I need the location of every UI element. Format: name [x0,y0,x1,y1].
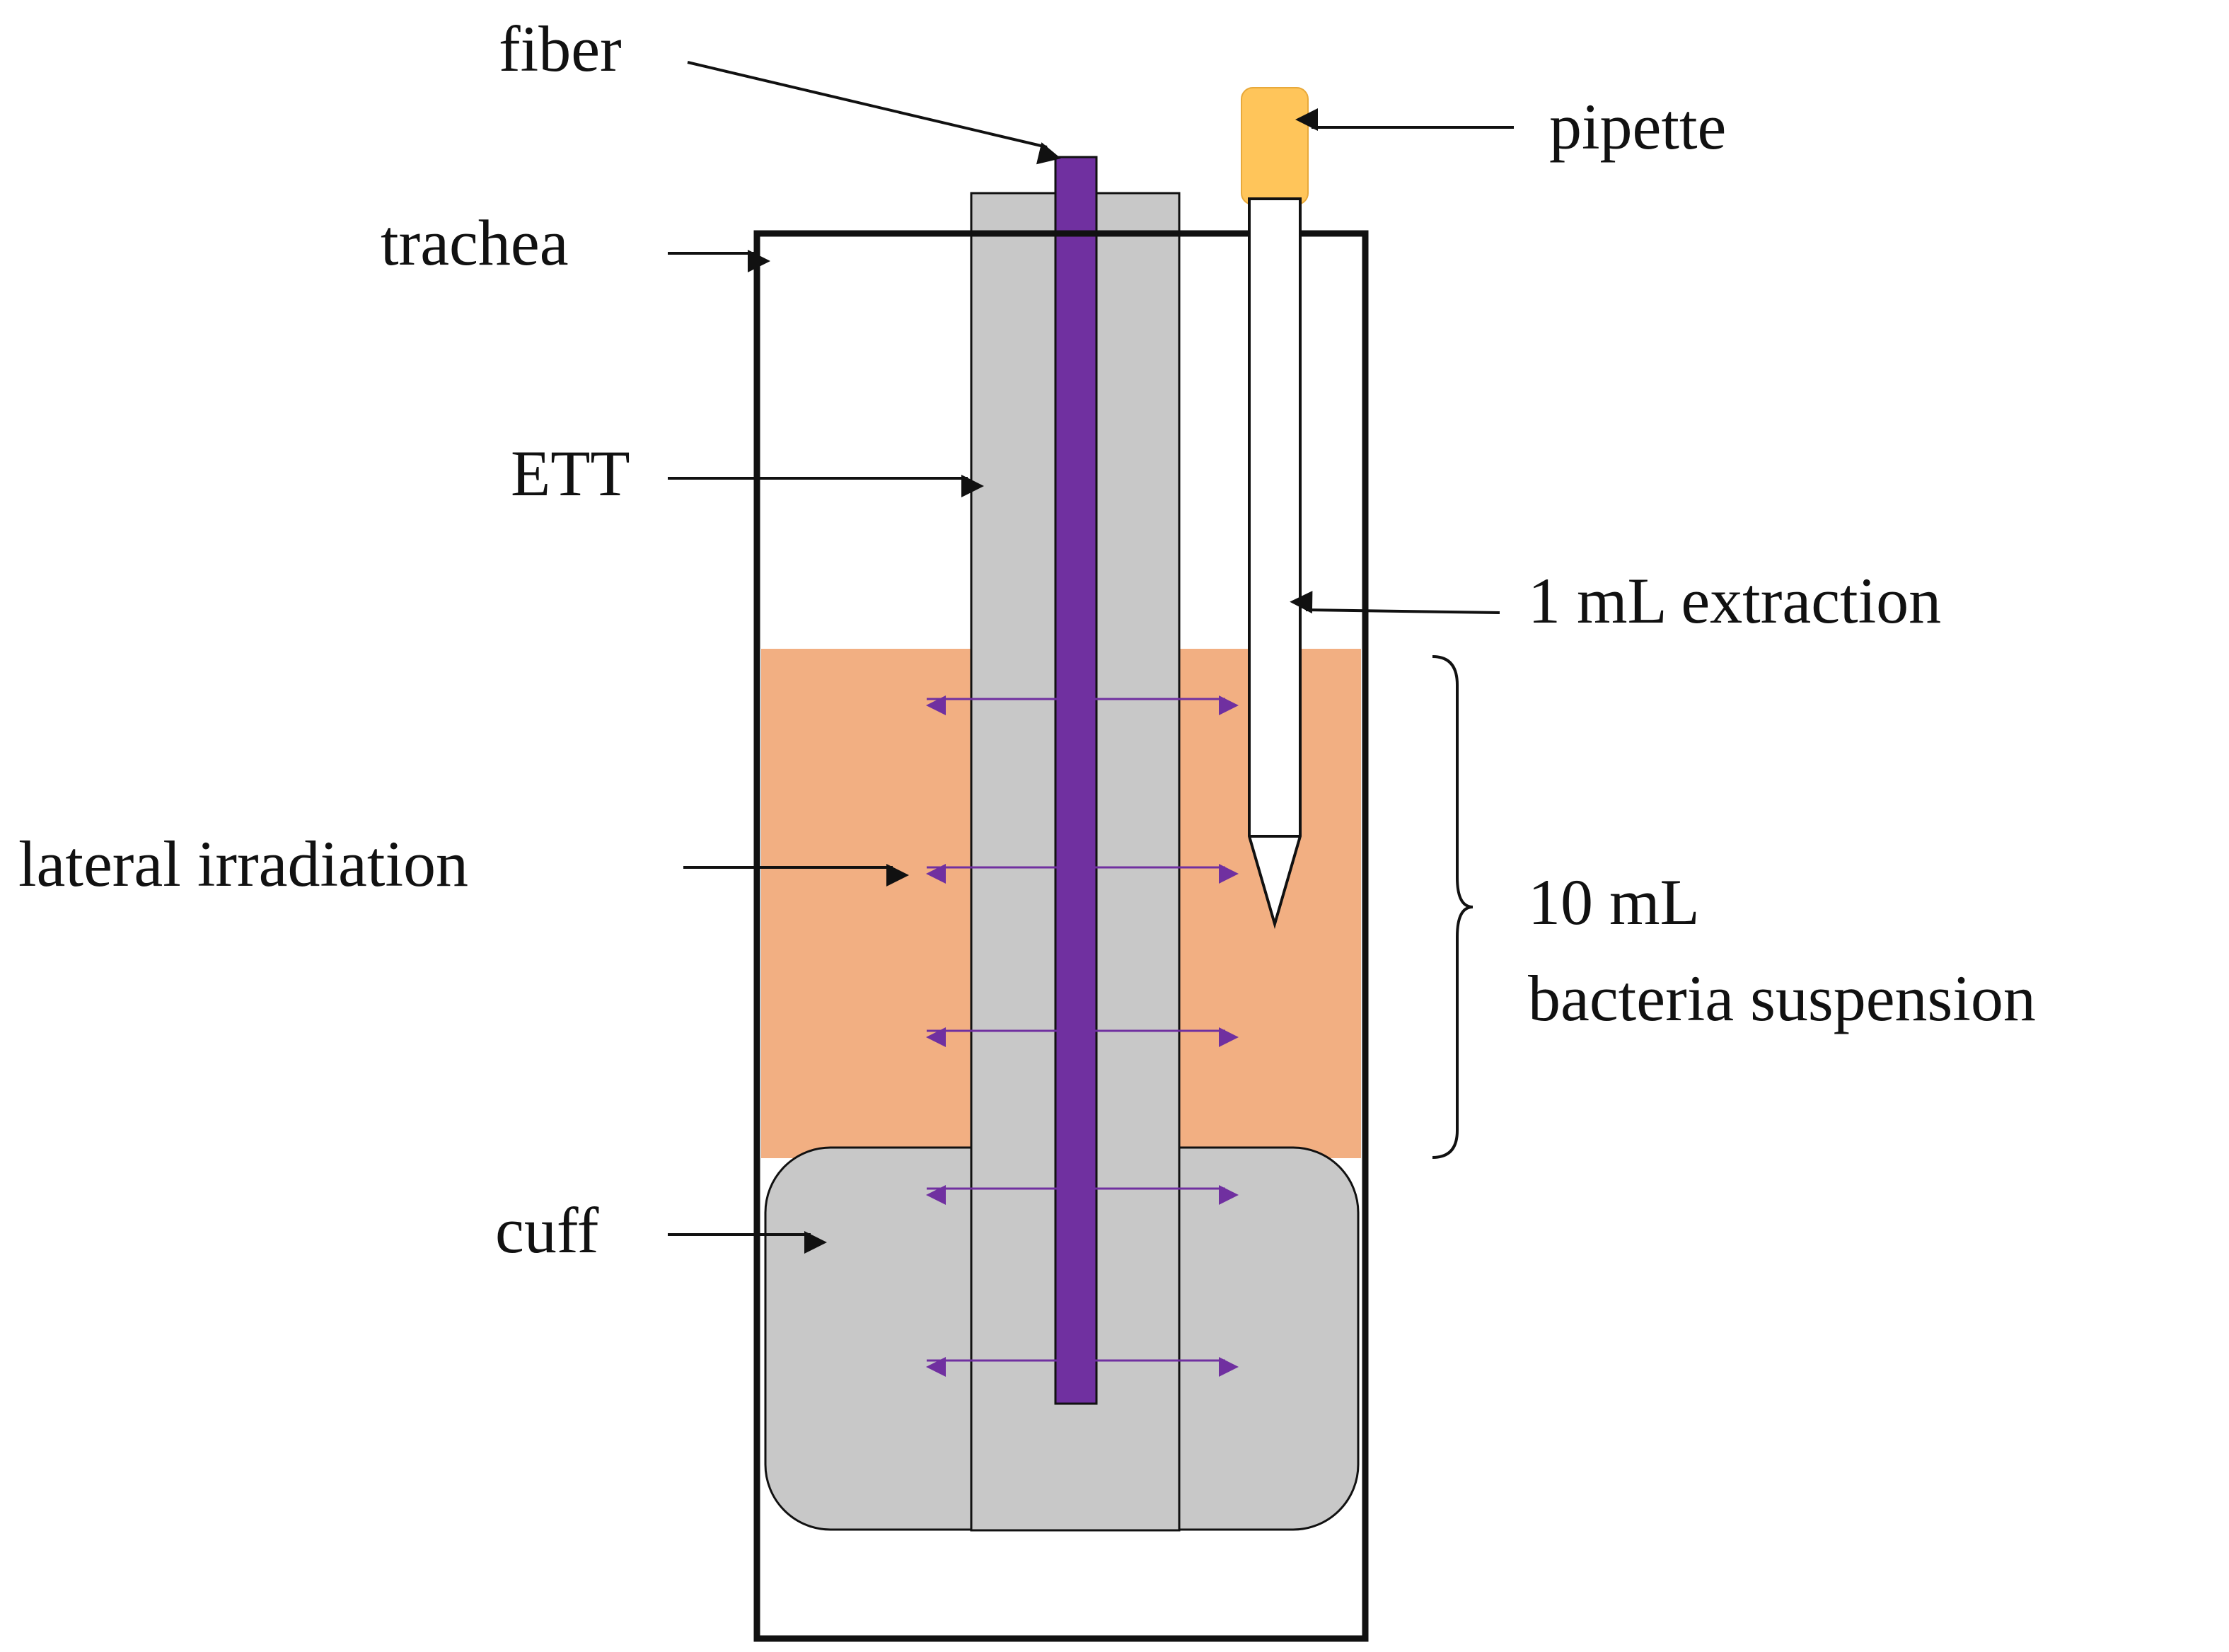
leader-arrows [668,61,1514,1254]
label-trachea: trachea [381,207,569,279]
extraction-leader-arrow [1290,591,1500,614]
pipette-body [1248,197,1302,930]
trachea-outline [753,230,1369,1642]
label-bacteria-suspension: bacteria suspension [1528,962,2036,1034]
irradiation-arrows [926,695,1239,1377]
label-extraction: 1 mL extraction [1528,565,1941,637]
label-fiber: fiber [499,13,622,85]
label-pipette: pipette [1549,91,1726,163]
fiber [1054,156,1098,1405]
label-ett: ETT [511,437,630,509]
suspension-brace-icon [1432,655,1474,1159]
pipette-bulb [1241,87,1309,205]
label-lateral-irradiation: lateral irradiation [18,828,468,900]
label-volume: 10 mL [1528,866,1700,938]
fiber-leader-arrow [687,61,1061,165]
label-cuff: cuff [495,1194,599,1266]
